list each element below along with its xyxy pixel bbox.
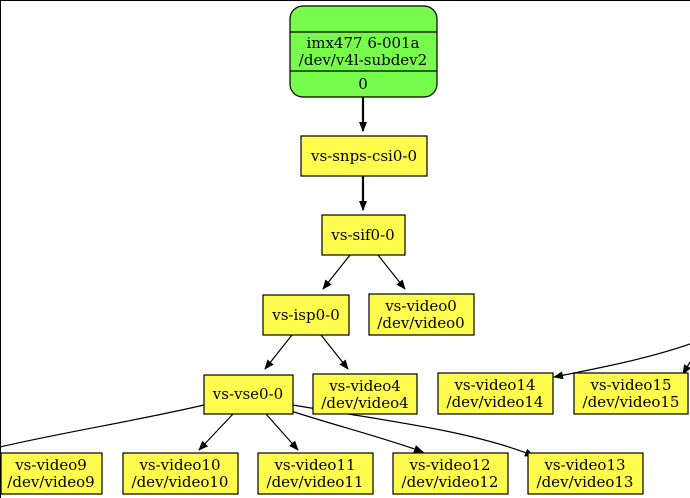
node-video0-name: vs-video0 xyxy=(384,297,457,315)
edge-offscreen-to-video14 xyxy=(553,343,690,380)
sensor-pad: 0 xyxy=(358,75,368,93)
edge-vse-to-video11 xyxy=(265,413,299,451)
node-video14[interactable]: vs-video14 /dev/video14 xyxy=(437,372,554,415)
edge-sif-to-isp xyxy=(322,254,351,290)
node-isp-label: vs-isp0-0 xyxy=(271,306,340,324)
node-video4[interactable]: vs-video4 /dev/video4 xyxy=(312,373,418,415)
node-video9-name: vs-video9 xyxy=(14,456,87,474)
node-video15-devnode: /dev/video15 xyxy=(583,393,680,411)
node-video11-name: vs-video11 xyxy=(273,456,355,474)
sensor-name: imx477 6-001a xyxy=(306,34,419,52)
node-video12[interactable]: vs-video12 /dev/video12 xyxy=(392,452,509,495)
edge-vse-to-video10 xyxy=(198,413,234,451)
node-video11-devnode: /dev/video11 xyxy=(267,473,364,491)
node-video15-name: vs-video15 xyxy=(589,376,671,394)
edge-isp-to-vse xyxy=(264,334,293,370)
sensor-devnode: /dev/v4l-subdev2 xyxy=(299,51,427,69)
node-video4-devnode: /dev/video4 xyxy=(321,394,408,412)
node-video13-devnode: /dev/video13 xyxy=(537,473,634,491)
node-video13-name: vs-video13 xyxy=(543,456,625,474)
edge-isp-to-video4 xyxy=(320,334,349,370)
node-isp[interactable]: vs-isp0-0 xyxy=(262,294,350,336)
node-csi[interactable]: vs-snps-csi0-0 xyxy=(300,135,428,177)
node-video14-devnode: /dev/video14 xyxy=(447,393,544,411)
node-video12-devnode: /dev/video12 xyxy=(402,473,499,491)
node-video14-name: vs-video14 xyxy=(453,376,535,394)
node-video9-devnode: /dev/video9 xyxy=(7,473,94,491)
edge-offscreen-to-video15 xyxy=(682,361,690,375)
sensor-node[interactable]: imx477 6-001a /dev/v4l-subdev2 0 xyxy=(289,5,438,98)
node-sif-label: vs-sif0-0 xyxy=(330,226,394,244)
node-vse[interactable]: vs-vse0-0 xyxy=(203,374,294,415)
edge-vse-to-video12 xyxy=(287,409,424,453)
edge-vse-to-video9 xyxy=(0,404,205,448)
node-video0[interactable]: vs-video0 /dev/video0 xyxy=(368,293,475,336)
node-sif[interactable]: vs-sif0-0 xyxy=(321,214,406,256)
node-video15[interactable]: vs-video15 /dev/video15 xyxy=(573,372,689,415)
node-video10-devnode: /dev/video10 xyxy=(132,473,229,491)
node-video11[interactable]: vs-video11 /dev/video11 xyxy=(257,452,374,495)
edge-sif-to-video0 xyxy=(377,254,406,290)
node-video10-name: vs-video10 xyxy=(138,456,220,474)
node-video12-name: vs-video12 xyxy=(408,456,490,474)
node-vse-label: vs-vse0-0 xyxy=(212,385,283,403)
node-video4-name: vs-video4 xyxy=(328,377,401,395)
node-video0-devnode: /dev/video0 xyxy=(377,314,464,332)
node-video9[interactable]: vs-video9 /dev/video9 xyxy=(0,452,103,495)
node-csi-label: vs-snps-csi0-0 xyxy=(310,147,417,165)
node-video13[interactable]: vs-video13 /dev/video13 xyxy=(527,452,644,495)
node-video10[interactable]: vs-video10 /dev/video10 xyxy=(122,452,239,495)
